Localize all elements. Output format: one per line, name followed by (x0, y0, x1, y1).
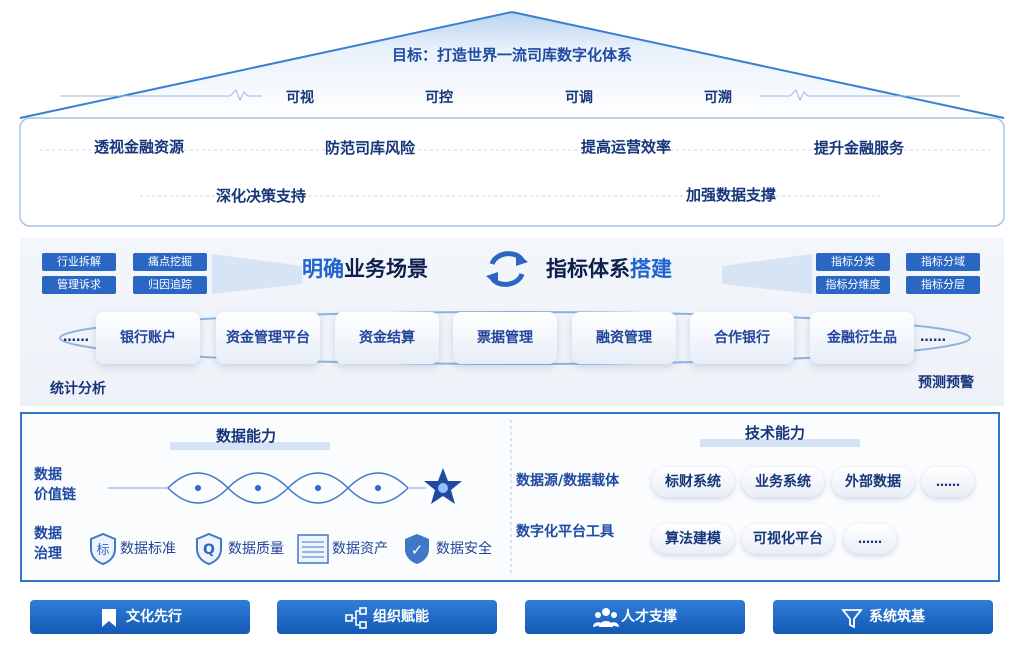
data-capability-title: 数据能力 (216, 427, 277, 445)
right-tag-4: 指标分层 (906, 276, 980, 294)
aim-6: 加强数据支撑 (686, 186, 777, 204)
cycle-arrows-icon (486, 251, 528, 287)
roof-shape (19, 11, 1005, 227)
value-chain-label: 数据价值链 (34, 467, 76, 503)
business-card-7: 金融衍生品 (810, 312, 914, 364)
vision-2: 可控 (425, 90, 453, 106)
datasource-pill-3: 外部数据 (832, 467, 914, 497)
business-card-2: 资金管理平台 (216, 312, 320, 364)
left-tag-2: 痛点挖掘 (133, 253, 207, 271)
org-chart-icon (345, 607, 367, 629)
standard-shield-icon: 标 (90, 532, 116, 566)
scenario-title: 明确业务场景 (302, 257, 428, 281)
goal-title: 目标：打造世界一流司库数字化体系 (391, 46, 632, 64)
funnel-icon (841, 609, 863, 629)
star-node-icon (424, 468, 462, 504)
tech-capability-title: 技术能力 (745, 424, 806, 442)
platform-pill-1: 算法建模 (652, 524, 734, 554)
aim-2: 防范司库风险 (325, 139, 416, 157)
platform-pill-2: 可视化平台 (742, 524, 834, 554)
governance-label: 数据治理 (34, 526, 62, 562)
left-note: 统计分析 (50, 381, 106, 397)
svg-text:Q: Q (203, 542, 215, 558)
governance-item-3: 数据资产 (332, 541, 388, 557)
foundation-talent: 人才支撑 (525, 600, 745, 634)
right-beam (722, 254, 812, 294)
aim-4: 提升金融服务 (814, 139, 905, 157)
right-tag-2: 指标分域 (906, 253, 980, 271)
datasource-pill-4: …… (922, 467, 974, 497)
datasource-label: 数据源/数据载体 (516, 473, 620, 489)
business-card-6: 合作银行 (690, 312, 794, 364)
foundation-organization: 组织赋能 (277, 600, 497, 634)
tech-title-bar (700, 439, 860, 447)
aim-3: 提高运营效率 (581, 138, 672, 156)
svg-text:✓: ✓ (411, 541, 424, 559)
cards-ellipsis-left: …… (63, 330, 89, 345)
asset-grid-icon (297, 534, 329, 564)
right-tag-1: 指标分类 (816, 253, 890, 271)
svg-text:标: 标 (96, 543, 109, 558)
datasource-pill-1: 标财系统 (652, 467, 734, 497)
foundation-culture: 文化先行 (30, 600, 250, 634)
business-card-1: 银行账户 (96, 312, 200, 364)
vision-3: 可调 (565, 90, 593, 106)
platform-tools-label: 数字化平台工具 (516, 524, 614, 540)
left-beam (212, 254, 302, 294)
aim-1: 透视金融资源 (94, 138, 185, 156)
vision-1: 可视 (286, 90, 314, 106)
security-shield-icon: ✓ (405, 534, 429, 564)
right-tag-3: 指标分维度 (816, 276, 890, 294)
right-note: 预测预警 (918, 375, 974, 391)
business-card-3: 资金结算 (335, 312, 439, 364)
capability-divider (510, 420, 512, 575)
left-tag-4: 归因追踪 (133, 276, 207, 294)
value-chain-diagram (108, 472, 426, 504)
foundation-system: 系统筑基 (773, 600, 993, 634)
governance-item-2: 数据质量 (228, 541, 284, 557)
datasource-pill-2: 业务系统 (742, 467, 824, 497)
quality-shield-icon: Q (196, 532, 222, 566)
governance-item-4: 数据安全 (436, 541, 492, 557)
business-card-5: 融资管理 (572, 312, 676, 364)
governance-item-1: 数据标准 (120, 541, 176, 557)
bookmark-icon (102, 609, 116, 627)
index-title: 指标体系搭建 (546, 257, 672, 281)
vision-4: 可溯 (704, 90, 732, 106)
left-tag-1: 行业拆解 (42, 253, 116, 271)
platform-pill-3: …… (844, 524, 896, 554)
business-card-4: 票据管理 (453, 312, 557, 364)
aim-5: 深化决策支持 (216, 187, 307, 205)
data-title-bar (170, 442, 330, 450)
left-tag-3: 管理诉求 (42, 276, 116, 294)
people-group-icon (593, 608, 619, 627)
cards-ellipsis-right: …… (920, 330, 946, 345)
